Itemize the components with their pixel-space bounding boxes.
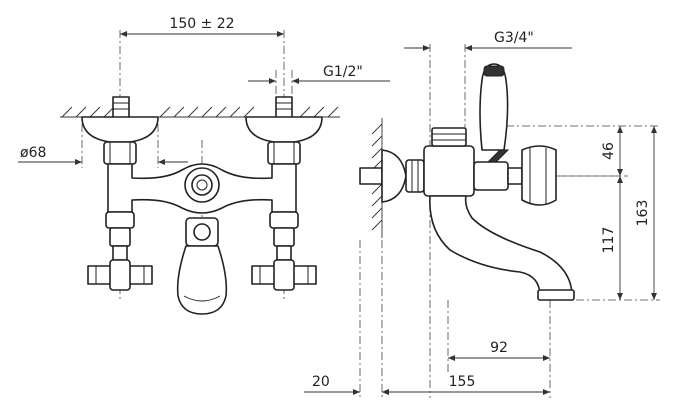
- side-view: G3/4" 46 117 163 92 20 155: [304, 30, 660, 398]
- left-inlet: [81, 96, 159, 165]
- total-height-label: 163: [635, 200, 651, 227]
- wall-offset-label: 20: [312, 374, 330, 390]
- right-valve-handle: [251, 211, 317, 291]
- outlet-thread-label: G3/4": [494, 30, 534, 46]
- dim-heights: 46 117 163: [506, 125, 660, 301]
- dim-center-distance: 150 ± 22: [120, 16, 284, 37]
- mixer-body-front: [107, 163, 297, 214]
- lever-handle-side: [479, 63, 509, 151]
- cross-handle-side: [507, 145, 557, 206]
- dim-outlet-thread: G3/4": [404, 30, 572, 51]
- flange-diameter-label: ø68: [20, 145, 46, 161]
- left-valve-handle: [87, 211, 153, 291]
- spout-height-label: 117: [601, 227, 617, 254]
- total-depth-label: 155: [449, 374, 476, 390]
- center-distance-label: 150 ± 22: [169, 16, 234, 32]
- dim-depths: 92 20 155: [304, 240, 550, 398]
- mixer-body-side: [423, 127, 510, 197]
- spout-side: [429, 195, 575, 301]
- inlet-thread-label: G1/2": [323, 64, 363, 80]
- spout-front: [176, 217, 228, 315]
- wall-hatch-front: [60, 106, 340, 118]
- handle-height-label: 46: [601, 142, 617, 160]
- dim-inlet-thread: G1/2": [248, 64, 390, 97]
- wall-connector-side: [359, 149, 425, 203]
- spout-reach-label: 92: [490, 340, 508, 356]
- right-inlet: [245, 96, 323, 165]
- dim-flange-diameter: ø68: [18, 124, 188, 168]
- front-view: 150 ± 22 G1/2" ø68: [18, 16, 390, 315]
